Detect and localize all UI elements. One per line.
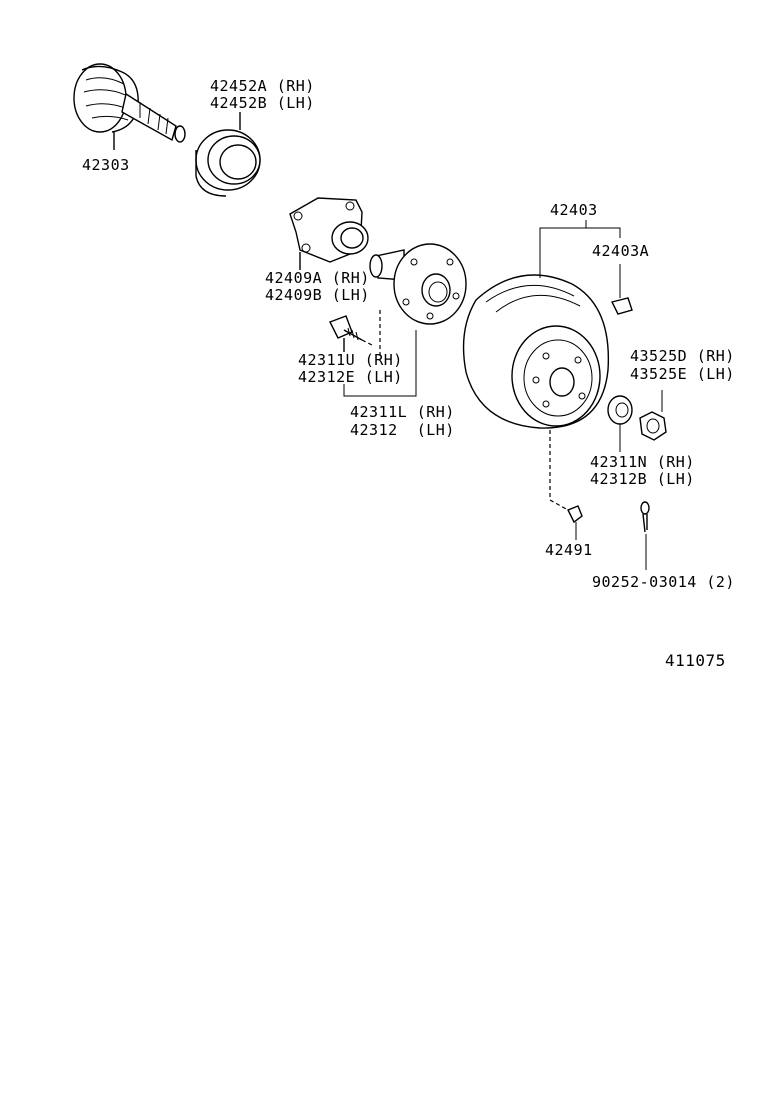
label-seal-lh: 42452B (LH) <box>210 94 315 112</box>
wheel-nut-icon <box>607 395 633 452</box>
label-seal-rh: 42452A (RH) <box>210 77 315 95</box>
label-carrier-lh: 42409B (LH) <box>265 286 370 304</box>
label-cv-joint: 42303 <box>82 156 130 174</box>
label-wheel-nut-lh: 42312B (LH) <box>590 470 695 488</box>
label-wheel-nut-rh: 42311N (RH) <box>590 453 695 471</box>
hub-plug-icon <box>567 505 583 540</box>
figure-reference-number: 411075 <box>665 651 726 670</box>
drum-leader-line <box>539 220 621 278</box>
label-plug: 42491 <box>545 541 593 559</box>
label-nut-rh: 43525D (RH) <box>630 347 735 365</box>
axle-hub-icon <box>369 243 467 360</box>
lock-nut-icon <box>639 390 667 441</box>
label-hub-bolt-rh: 42311U (RH) <box>298 351 403 369</box>
label-nut-lh: 43525E (LH) <box>630 365 735 383</box>
oil-seal-icon <box>195 112 261 197</box>
brake-drum-icon <box>462 274 610 511</box>
hub-bolt-icon <box>329 315 375 352</box>
drum-plug-icon <box>610 297 633 315</box>
label-hub-lh: 42312 (LH) <box>350 421 455 439</box>
hub-leader-line <box>343 330 417 397</box>
label-drum-plug: 42403A <box>592 242 650 260</box>
label-hub-bolt-lh: 42312E (LH) <box>298 368 403 386</box>
label-cotter-pin: 90252-03014 (2) <box>592 573 735 591</box>
label-drum: 42403 <box>550 201 598 219</box>
cotter-pin-icon <box>640 501 650 570</box>
axle-carrier-icon <box>289 197 369 270</box>
label-hub-rh: 42311L (RH) <box>350 403 455 421</box>
label-carrier-rh: 42409A (RH) <box>265 269 370 287</box>
cv-joint-icon <box>73 63 186 150</box>
